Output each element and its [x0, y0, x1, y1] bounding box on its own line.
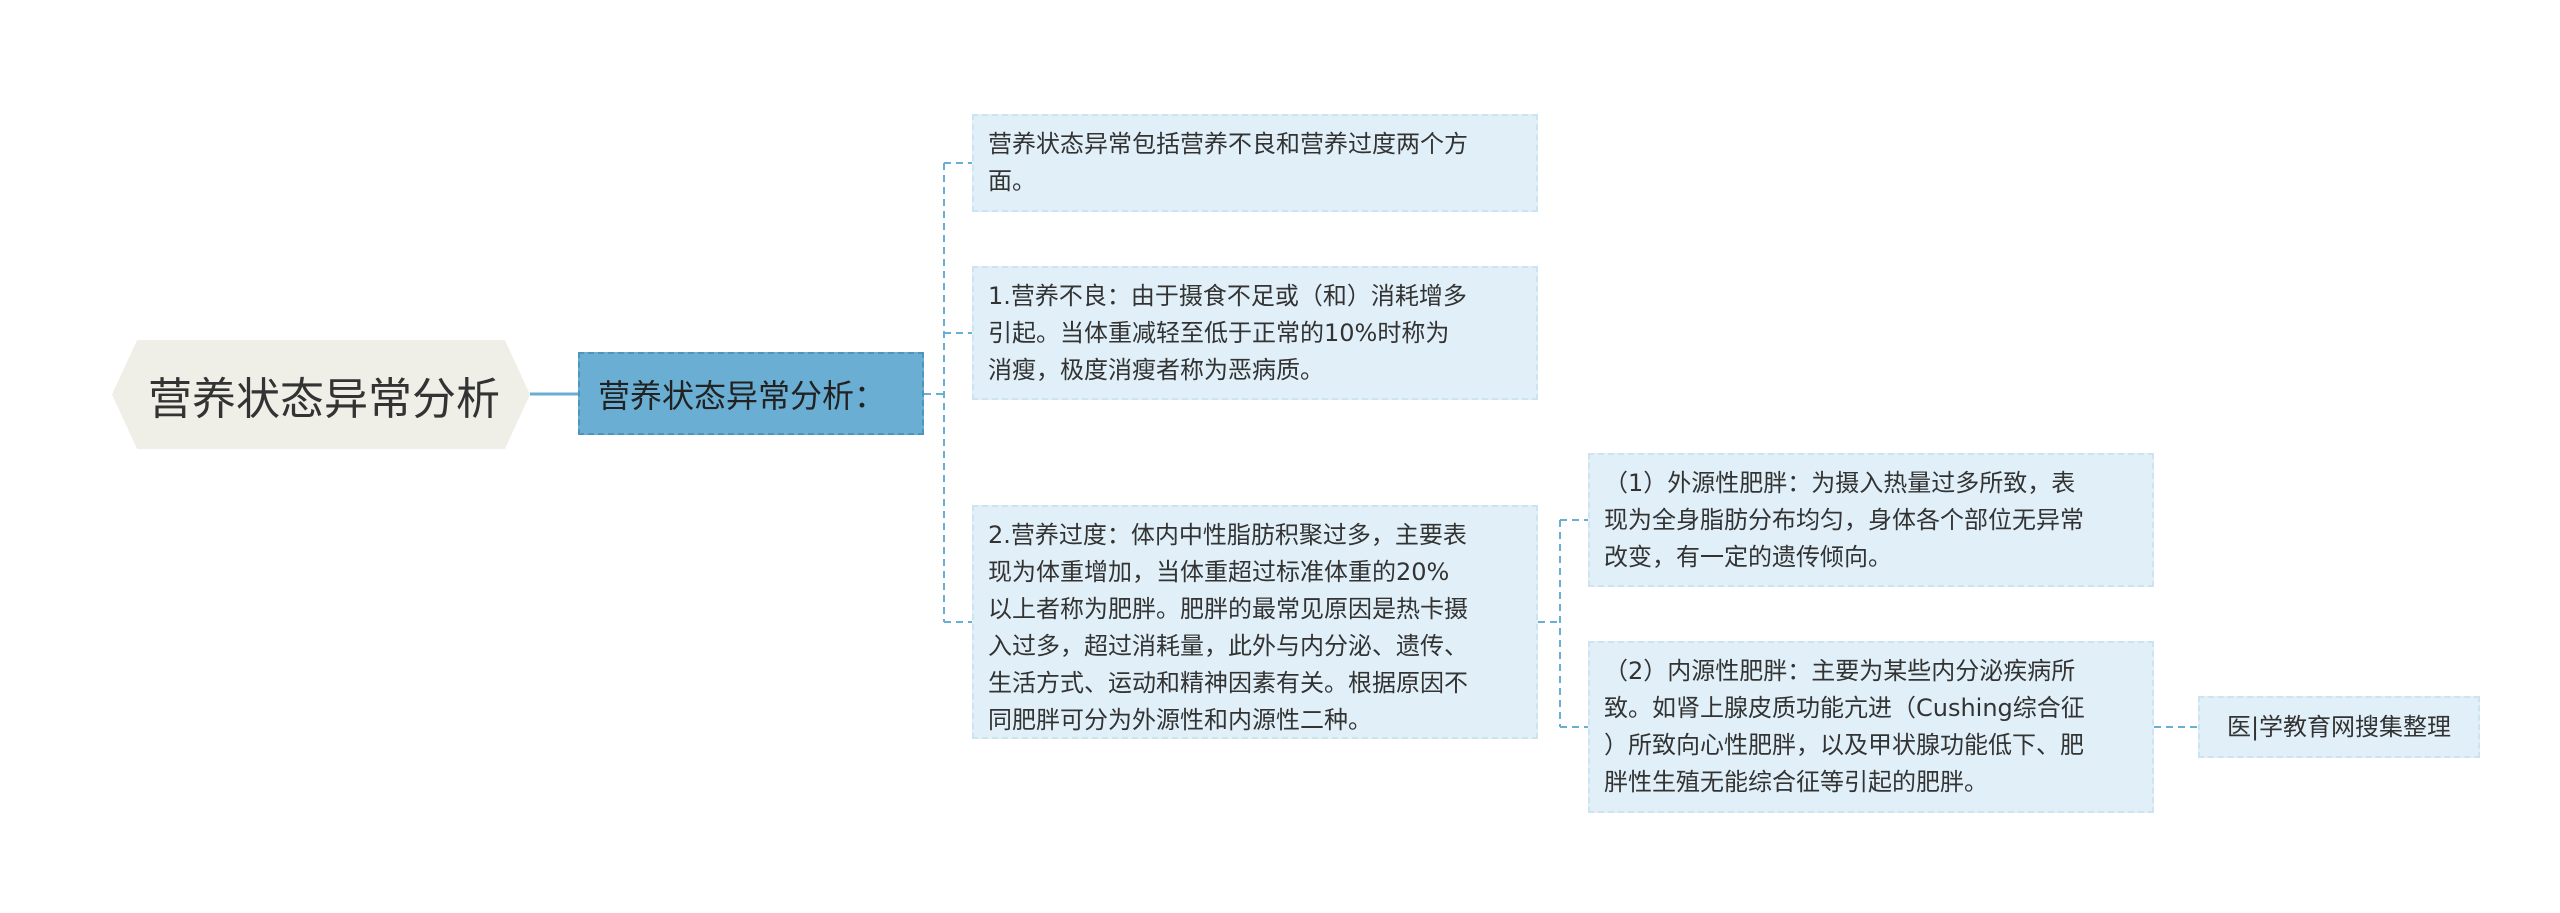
text-line: 医|学教育网搜集整理 — [2226, 712, 2452, 741]
subtopic-overview[interactable]: 营养状态异常包括营养不良和营养过度两个方 面。 — [972, 114, 1538, 212]
text-line: 以上者称为肥胖。肥胖的最常见原因是热卡摄 — [988, 595, 1468, 623]
text-line: 现为体重增加，当体重超过标准体重的20% — [988, 558, 1450, 586]
subtopic-endogenous-obesity[interactable]: （2）内源性肥胖：主要为某些内分泌疾病所 致。如肾上腺皮质功能亢进（Cushin… — [1588, 641, 2154, 813]
text-line: 同肥胖可分为外源性和内源性二种。 — [988, 706, 1372, 734]
text-line: 致。如肾上腺皮质功能亢进（Cushing综合征 — [1604, 694, 2085, 722]
text-line: 胖性生殖无能综合征等引起的肥胖。 — [1604, 768, 1988, 796]
text-line: 营养状态异常包括营养不良和营养过度两个方 — [988, 130, 1468, 158]
text-line: （2）内源性肥胖：主要为某些内分泌疾病所 — [1604, 657, 2076, 685]
text-line: 2.营养过度：体内中性脂肪积聚过多，主要表 — [988, 521, 1467, 549]
text-line: 入过多，超过消耗量，此外与内分泌、遗传、 — [988, 632, 1468, 660]
text-line: ）所致向心性肥胖，以及甲状腺功能低下、肥 — [1604, 731, 2084, 759]
text-line: 消瘦，极度消瘦者称为恶病质。 — [988, 356, 1324, 384]
text-line: 改变，有一定的遗传倾向。 — [1604, 543, 1892, 571]
subtopic-exogenous-obesity[interactable]: （1）外源性肥胖：为摄入热量过多所致，表 现为全身脂肪分布均匀，身体各个部位无异… — [1588, 453, 2154, 587]
subtopic-overnutrition[interactable]: 2.营养过度：体内中性脂肪积聚过多，主要表 现为体重增加，当体重超过标准体重的2… — [972, 505, 1538, 739]
text-line: 面。 — [988, 167, 1036, 195]
text-line: （1）外源性肥胖：为摄入热量过多所致，表 — [1604, 469, 2076, 497]
root-topic[interactable]: 营养状态异常分析 — [112, 340, 530, 449]
text-line: 生活方式、运动和精神因素有关。根据原因不 — [988, 669, 1468, 697]
text-line: 1.营养不良：由于摄食不足或（和）消耗增多 — [988, 282, 1467, 310]
subtopic-undernutrition[interactable]: 1.营养不良：由于摄食不足或（和）消耗增多 引起。当体重减轻至低于正常的10%时… — [972, 266, 1538, 400]
root-topic-label: 营养状态异常分析 — [148, 373, 500, 425]
main-topic-label: 营养状态异常分析： — [598, 376, 887, 415]
main-topic[interactable]: 营养状态异常分析： — [578, 352, 924, 435]
subtopic-source-note[interactable]: 医|学教育网搜集整理 — [2198, 696, 2480, 758]
text-line: 现为全身脂肪分布均匀，身体各个部位无异常 — [1604, 506, 2084, 534]
text-line: 引起。当体重减轻至低于正常的10%时称为 — [988, 319, 1450, 347]
